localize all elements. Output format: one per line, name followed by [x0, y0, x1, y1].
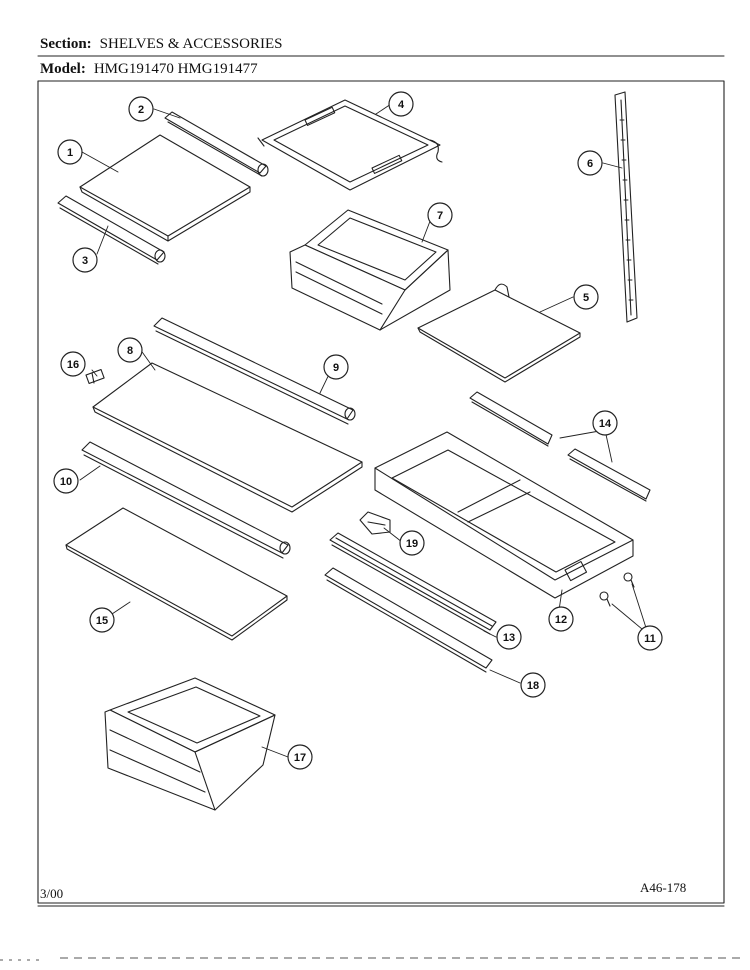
callout-2-label: 2 — [138, 104, 144, 116]
callout-1-label: 1 — [67, 147, 73, 159]
part-1-glass-shelf — [79, 134, 251, 242]
model-label: Model: — [40, 61, 86, 77]
callout-12-label: 12 — [555, 614, 567, 626]
callout-9 — [323, 354, 349, 380]
part-15-glass-panel — [65, 507, 288, 641]
callout-11-label: 11 — [644, 633, 656, 645]
part-3-front-trim — [57, 195, 166, 265]
callout-17 — [287, 744, 313, 770]
footer-doc-code: A46-178 — [640, 880, 687, 895]
callout-10 — [53, 468, 79, 494]
callout-5 — [573, 284, 599, 310]
model-title: Model: HMG191470 HMG191477 — [40, 61, 258, 78]
callout-4 — [388, 91, 414, 117]
callout-6 — [577, 150, 603, 176]
section-value: SHELVES & ACCESSORIES — [99, 36, 283, 52]
model-value: HMG191470 HMG191477 — [93, 61, 258, 77]
part-6-vertical-rail — [614, 91, 638, 323]
scan-edge-marks — [0, 957, 740, 961]
section-label: Section: — [40, 36, 92, 52]
part-17-crisper-drawer — [104, 677, 276, 811]
part-5-small-shelf — [417, 283, 581, 383]
callout-8-label: 8 — [127, 345, 133, 357]
callout-14 — [592, 410, 618, 436]
callout-18-label: 18 — [527, 680, 539, 692]
callout-8 — [117, 337, 143, 363]
callout-19-label: 19 — [406, 538, 418, 550]
part-13-long-rail — [329, 532, 497, 635]
callout-13-label: 13 — [503, 632, 515, 644]
callout-3 — [72, 247, 98, 273]
part-10-front-trim — [81, 441, 291, 559]
part-4-shelf-frame — [257, 99, 443, 191]
callout-12 — [548, 606, 574, 632]
part-14-slide-rails — [469, 391, 651, 502]
callout-1 — [57, 139, 83, 165]
footer-date: 3/00 — [40, 886, 64, 901]
part-7-drawer — [289, 209, 451, 331]
part-19-bracket — [359, 511, 391, 535]
callout-11 — [637, 625, 663, 651]
callout-7-label: 7 — [437, 210, 443, 222]
callout-13 — [496, 624, 522, 650]
part-18-long-rail — [324, 567, 493, 673]
diagram-frame — [37, 80, 725, 904]
callout-15-label: 15 — [96, 615, 108, 627]
callout-15 — [89, 607, 115, 633]
part-16-clip — [85, 368, 105, 385]
callout-17-label: 17 — [294, 752, 306, 764]
callout-6-label: 6 — [587, 158, 593, 170]
callout-5-label: 5 — [583, 292, 589, 304]
callout-14-label: 14 — [599, 418, 612, 430]
part-2-rear-trim — [164, 111, 269, 177]
section-title: Section: SHELVES & ACCESSORIES — [40, 36, 283, 53]
callout-16-label: 16 — [67, 359, 79, 371]
callout-16 — [60, 351, 86, 377]
callout-4-label: 4 — [398, 99, 405, 111]
callout-18 — [520, 672, 546, 698]
part-8-large-glass-shelf — [92, 362, 363, 513]
callout-3-label: 3 — [82, 255, 88, 267]
callout-2 — [128, 96, 154, 122]
part-12-crisper-cover — [374, 431, 634, 599]
part-11-screws — [599, 572, 635, 607]
callout-9-label: 9 — [333, 362, 339, 374]
part-9-rear-trim — [153, 317, 356, 425]
callout-19 — [399, 530, 425, 556]
callout-10-label: 10 — [60, 476, 72, 488]
callout-7 — [427, 202, 453, 228]
